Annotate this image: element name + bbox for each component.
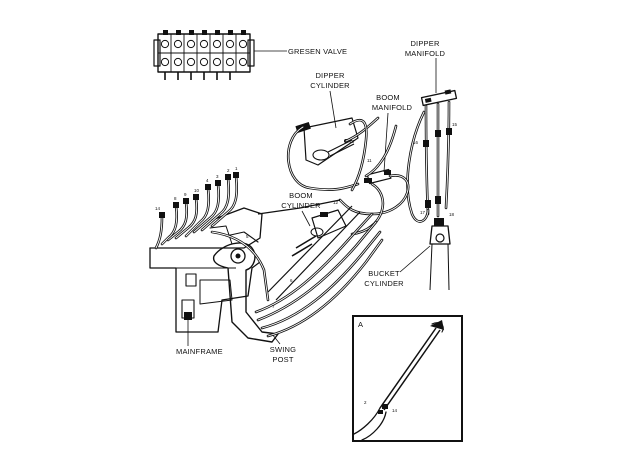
boom-manifold-label-line2: MANIFOLD [372, 103, 413, 112]
swing-post-label-line2: POST [272, 355, 293, 364]
inset-detail-a [352, 315, 463, 442]
inset-callout-14: 14 [392, 408, 398, 413]
dipper-cylinder-label-line1: DIPPER [315, 71, 345, 80]
callout-10: 10 [194, 188, 200, 193]
callout-13: 13 [349, 139, 355, 144]
gresen-valve-assembly [153, 30, 287, 80]
bucket-cylinder-label-line1: BUCKET [368, 269, 400, 278]
callout-11: 11 [367, 158, 372, 163]
callout-8: 8 [174, 196, 177, 201]
swing-post-label-line1: SWING [270, 345, 296, 354]
dipper-manifold-part [420, 89, 458, 107]
boom-cylinder-label-line2: CYLINDER [281, 201, 321, 210]
inset-callout-2: 2 [364, 400, 367, 405]
mainframe-body [149, 207, 263, 333]
boom-manifold-label-line1: BOOM [376, 93, 400, 102]
callout-5: 5 [246, 234, 249, 239]
boom-cylinder-part [291, 209, 347, 257]
valve-hose-bundle [154, 172, 341, 302]
bucket-cylinder-label-line2: CYLINDER [364, 279, 404, 288]
inset-letter: A [358, 320, 363, 329]
dipper-manifold-label-line2: MANIFOLD [405, 49, 446, 58]
callout-1: 1 [235, 166, 238, 171]
callout-7: 7 [272, 304, 275, 309]
callout-9: 9 [184, 192, 187, 197]
callout-18: 18 [449, 212, 455, 217]
dipper-manifold-label-line1: DIPPER [410, 39, 440, 48]
mainframe-label: MAINFRAME [176, 347, 223, 356]
bucket-cylinder-part [429, 218, 451, 291]
boom-arm [254, 205, 384, 338]
callout-12: 12 [333, 200, 339, 205]
boom-cylinder-label-line1: BOOM [289, 191, 313, 200]
callout-14: 14 [155, 206, 161, 211]
callout-2: 2 [227, 168, 230, 173]
hose-fittings [423, 128, 452, 208]
dipper-cylinder-label-line2: CYLINDER [310, 81, 350, 90]
callout-15: 15 [452, 122, 458, 127]
boom-manifold-part [364, 168, 392, 185]
callout-17: 17 [420, 210, 426, 215]
callout-6: 6 [290, 278, 293, 283]
callout-4: 4 [206, 178, 209, 183]
swing-post-part [212, 231, 279, 343]
callout-16: 16 [413, 140, 419, 145]
gresen-valve-label: GRESEN VALVE [288, 47, 347, 56]
callout-3: 3 [216, 174, 219, 179]
